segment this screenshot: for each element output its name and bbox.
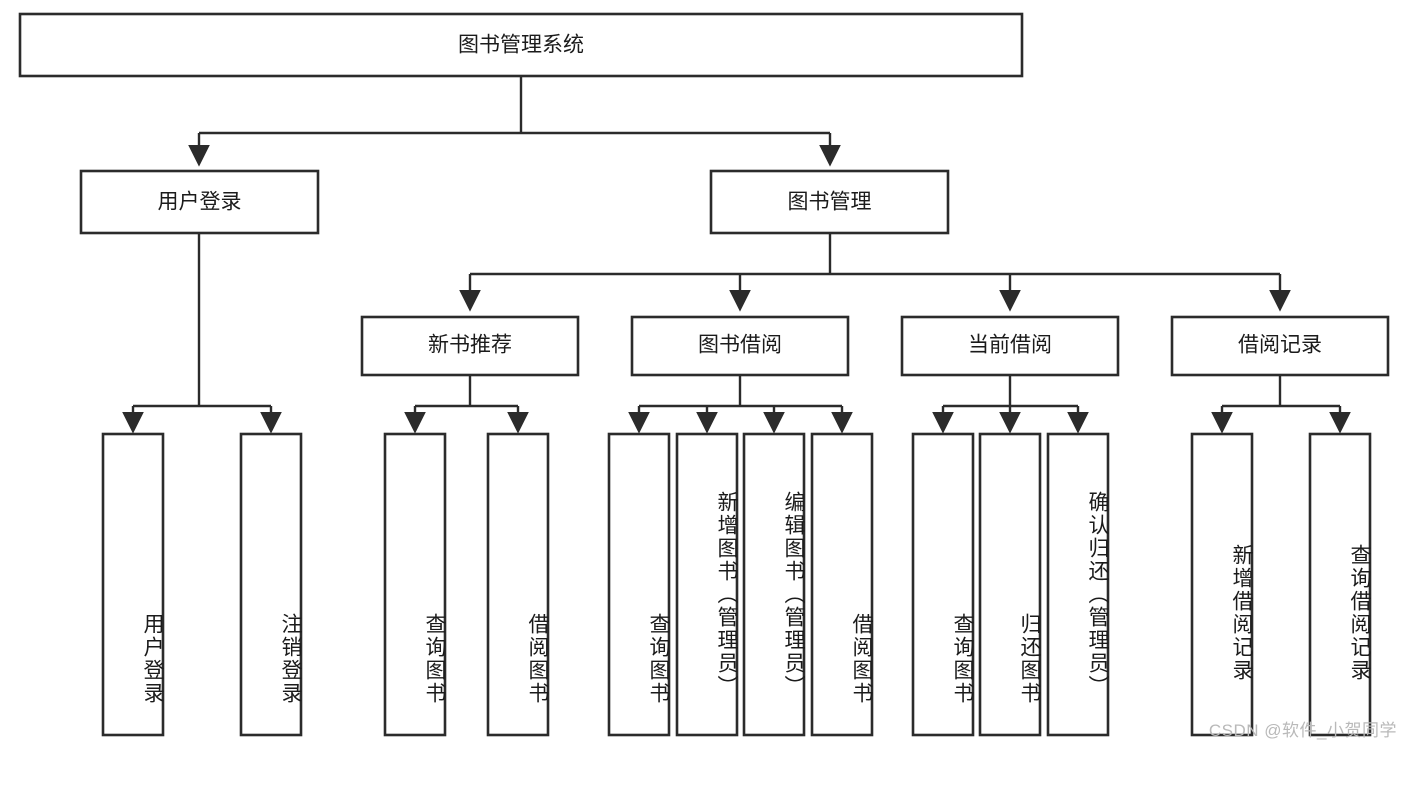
node-root[interactable]: 图书管理系统 xyxy=(18,12,1024,78)
leaf-node-add-borrow-record[interactable] xyxy=(1190,432,1254,737)
node-current-borrow[interactable]: 当前借阅 xyxy=(900,315,1120,377)
leaf-node-borrow-book-2[interactable] xyxy=(810,432,874,737)
node-current-borrow-label: 当前借阅 xyxy=(968,334,1052,357)
node-borrow-record-label: 借阅记录 xyxy=(1238,334,1322,357)
node-book-borrow-label: 图书借阅 xyxy=(698,334,782,357)
node-book-management-label: 图书管理 xyxy=(788,191,872,214)
node-new-book-recommend[interactable]: 新书推荐 xyxy=(360,315,580,377)
connector-newbook-to-leaves xyxy=(404,376,529,434)
connector-current-to-leaves xyxy=(932,376,1089,434)
leaf-node-query-book-3[interactable] xyxy=(911,432,975,737)
leaf-node-return-book[interactable] xyxy=(978,432,1042,737)
flowchart-diagram: 图书管理系统 用户登录 图书管理 新书推荐 图书借阅 当前借阅 借阅记录 xyxy=(18,12,1397,740)
connector-record-to-leaves xyxy=(1211,376,1351,434)
connector-userlogin-to-leaves xyxy=(122,233,282,434)
leaf-box-group xyxy=(101,432,1372,737)
leaf-node-confirm-return-admin[interactable] xyxy=(1046,432,1110,737)
leaf-node-query-book-1[interactable] xyxy=(383,432,447,737)
node-borrow-record[interactable]: 借阅记录 xyxy=(1170,315,1390,377)
flowchart-canvas: 图书管理系统 用户登录 图书管理 新书推荐 图书借阅 当前借阅 借阅记录 xyxy=(18,12,1390,737)
node-book-borrow[interactable]: 图书借阅 xyxy=(630,315,850,377)
connector-bookmgmt-to-level3 xyxy=(459,233,1291,312)
node-book-management[interactable]: 图书管理 xyxy=(709,169,950,235)
node-new-book-recommend-label: 新书推荐 xyxy=(428,334,512,357)
leaf-node-user-login[interactable] xyxy=(101,432,165,737)
leaf-node-query-book-2[interactable] xyxy=(607,432,671,737)
node-root-label: 图书管理系统 xyxy=(458,34,584,57)
leaf-node-borrow-book-1[interactable] xyxy=(486,432,550,737)
leaf-node-logout[interactable] xyxy=(239,432,303,737)
leaf-node-query-borrow-record[interactable] xyxy=(1308,432,1372,737)
connector-borrow-to-leaves xyxy=(628,376,853,434)
leaf-node-edit-book-admin[interactable] xyxy=(742,432,806,737)
node-user-login-label: 用户登录 xyxy=(158,191,242,214)
connector-root-to-level2 xyxy=(188,76,841,167)
node-user-login[interactable]: 用户登录 xyxy=(79,169,320,235)
leaf-node-add-book-admin[interactable] xyxy=(675,432,739,737)
csdn-watermark: CSDN @软件_小贺同学 xyxy=(1208,721,1397,740)
